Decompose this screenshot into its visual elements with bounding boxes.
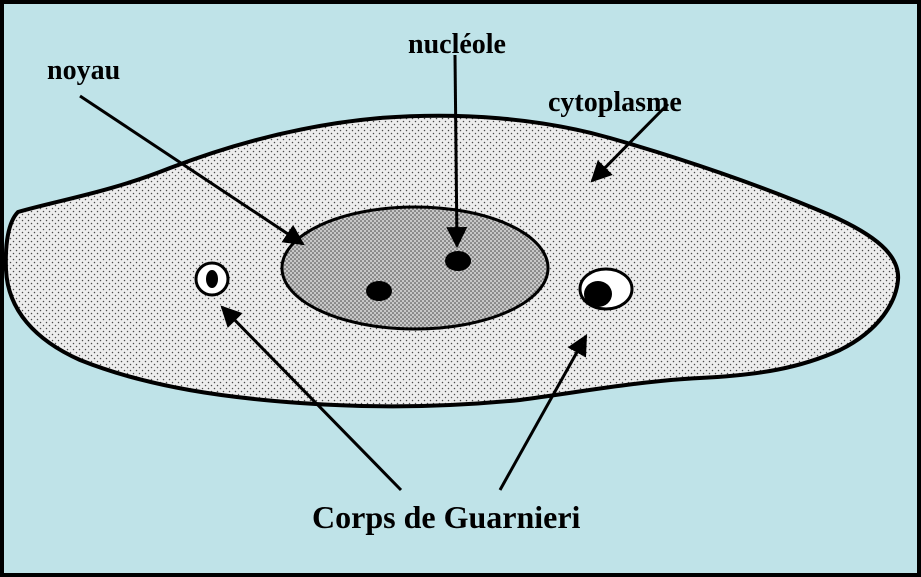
inclusion-body-left-core	[206, 270, 218, 288]
nucleolus-upper	[445, 251, 471, 271]
label-nucleolus: nucléole	[408, 29, 506, 60]
inclusion-body-right	[580, 269, 632, 309]
label-nucleus: noyau	[47, 55, 120, 86]
arrow-nucleolus	[455, 55, 457, 246]
nucleolus-lower	[366, 281, 392, 301]
nucleus	[282, 207, 548, 329]
label-inclusion-bodies: Corps de Guarnieri	[312, 499, 581, 535]
label-cytoplasm: cytoplasme	[548, 87, 682, 118]
inclusion-body-left	[196, 263, 228, 295]
inclusion-body-right-core	[584, 281, 612, 307]
